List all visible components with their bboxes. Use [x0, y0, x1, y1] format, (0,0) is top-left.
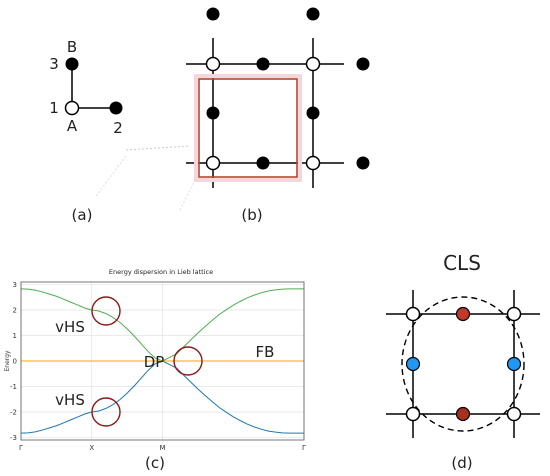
site-a: [64, 100, 80, 116]
site-b: [65, 57, 79, 71]
x-tick-label: X: [89, 444, 94, 452]
site-b: [206, 106, 220, 120]
band-line-lower: [20, 360, 304, 434]
cls-site-blue-right: [506, 356, 522, 372]
y-axis-label: Energy: [4, 350, 11, 371]
panel-c: Energy dispersion in Lieb lattice Energy…: [4, 268, 306, 472]
caption-d: (d): [451, 454, 472, 472]
panel-b: (b): [95, 7, 370, 224]
y-tick-label: -1: [10, 383, 17, 391]
site-b: [306, 106, 320, 120]
site-c: [256, 156, 270, 170]
site-c: [356, 57, 370, 71]
x-tick-label: Γ: [302, 444, 306, 452]
site-a: [506, 306, 522, 322]
vhs-lower-marker: [91, 397, 121, 427]
site-a: [205, 155, 221, 171]
projection-line: [179, 177, 197, 211]
site-a: [405, 406, 421, 422]
projection-line: [125, 145, 191, 151]
label-3: 3: [49, 55, 59, 73]
caption-a: (a): [72, 206, 93, 224]
annotation-vhs-lower: vHS: [55, 391, 85, 409]
y-tick-label: 2: [13, 307, 17, 315]
site-c: [356, 156, 370, 170]
annotation-dp: DP: [144, 353, 165, 371]
site-c: [256, 57, 270, 71]
panel-a: B 3 1 A 2 (a): [49, 38, 123, 224]
cls-site-red-bottom: [455, 406, 471, 422]
x-tick-label: M: [159, 444, 165, 452]
site-a: [506, 406, 522, 422]
annotation-vhs-upper: vHS: [55, 318, 85, 336]
cls-site-red-top: [455, 306, 471, 322]
site-a: [305, 155, 321, 171]
y-tick-label: 3: [13, 281, 17, 289]
label-a: A: [67, 117, 78, 135]
x-tick-label: Γ: [19, 444, 23, 452]
cls-dashed-boundary: [401, 296, 525, 432]
vhs-upper-marker: [91, 296, 121, 326]
cls-site-blue-left: [405, 356, 421, 372]
y-tick-label: -3: [10, 434, 17, 442]
plot-frame: [20, 281, 305, 441]
panel-d: CLS (d): [386, 251, 540, 472]
unit-cell-glow: [194, 74, 302, 182]
site-a: [305, 56, 321, 72]
site-a: [405, 306, 421, 322]
site-b-top: [306, 7, 320, 21]
label-1: 1: [49, 99, 59, 117]
unit-cell: [198, 78, 298, 178]
annotation-fb: FB: [256, 343, 275, 361]
site-b-top: [206, 7, 220, 21]
projection-line: [95, 155, 127, 197]
label-2: 2: [113, 119, 123, 137]
site-a: [205, 56, 221, 72]
site-2: [109, 101, 123, 115]
caption-c: (c): [145, 454, 165, 472]
caption-b: (b): [241, 206, 262, 224]
y-tick-labels: 3 2 1 0 -1 -2 -3: [10, 281, 17, 442]
y-tick-label: 1: [13, 332, 17, 340]
band-lines: [20, 288, 304, 434]
label-b: B: [67, 38, 77, 56]
y-tick-label: -2: [10, 408, 17, 416]
chart-title: Energy dispersion in Lieb lattice: [109, 268, 213, 276]
y-tick-label: 0: [13, 358, 17, 366]
dirac-point-marker: [173, 346, 203, 376]
cls-title: CLS: [443, 251, 481, 275]
